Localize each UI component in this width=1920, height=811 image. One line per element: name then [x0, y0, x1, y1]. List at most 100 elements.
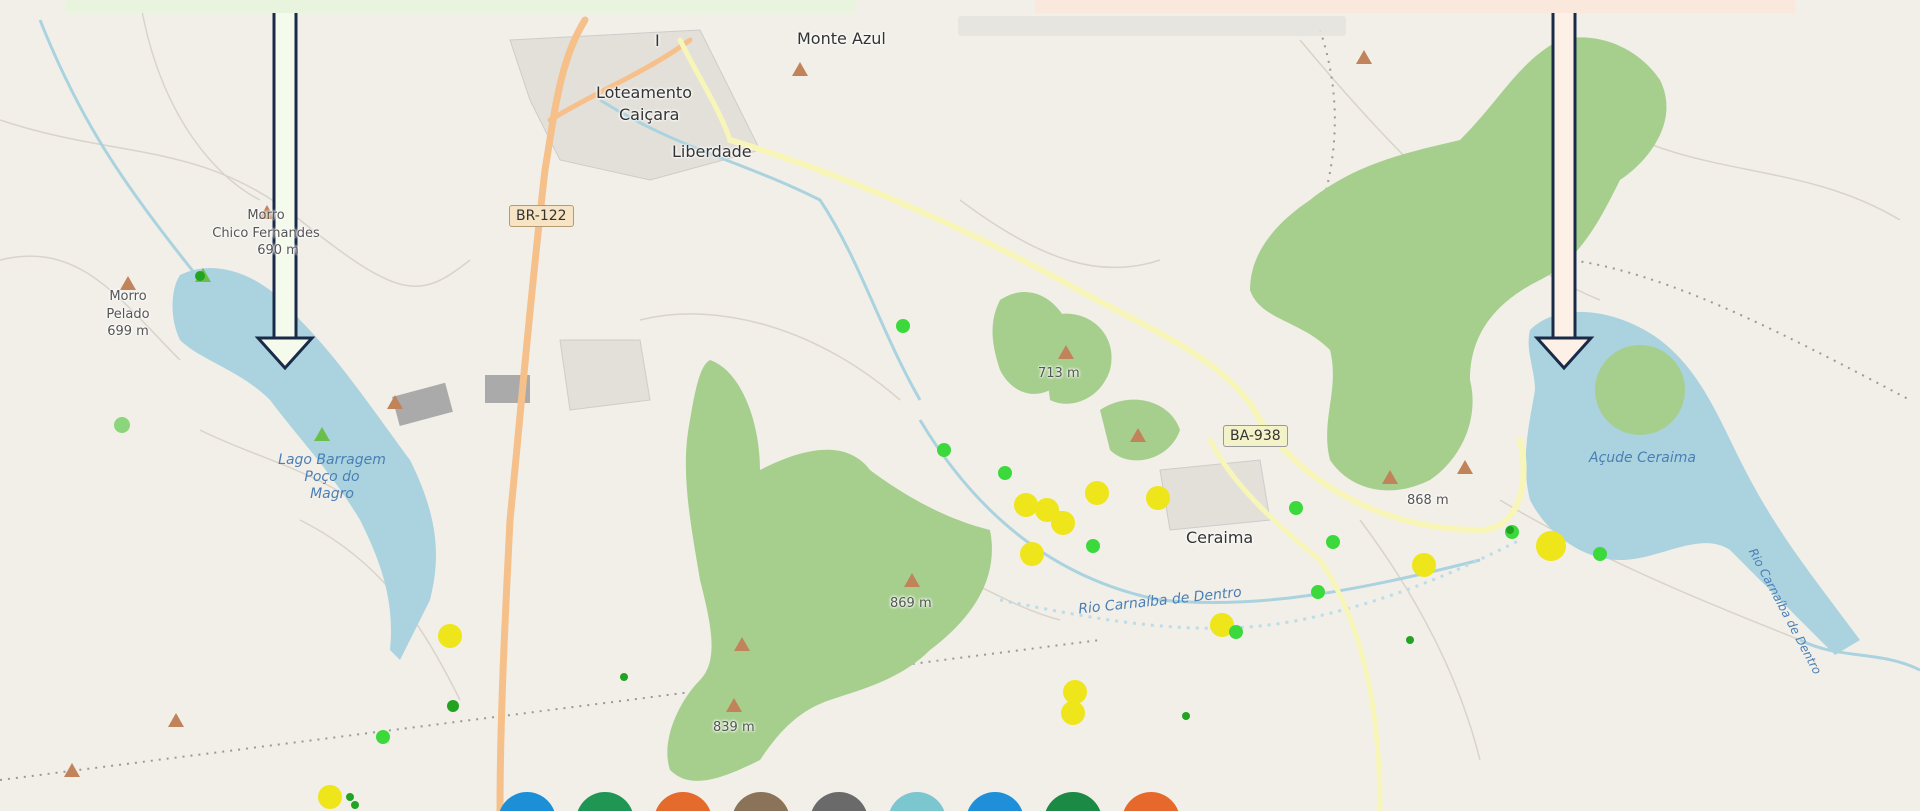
green-marker — [1229, 625, 1243, 639]
dark-green-markers[interactable] — [195, 271, 1514, 809]
peak-pelado-line1: Morro — [109, 289, 147, 304]
place-i-mark: I — [655, 31, 660, 50]
peak-triangle-icon — [120, 276, 136, 290]
green-marker — [1289, 501, 1303, 515]
water-lago-line1: Lago Barragem — [278, 452, 386, 468]
water-lago-line2: Poço do — [304, 469, 360, 485]
green-markers[interactable] — [114, 319, 1607, 744]
roads[interactable] — [496, 16, 1527, 811]
intermittent-streams — [999, 538, 1521, 630]
green-marker — [1311, 585, 1325, 599]
road-br-122-link[interactable] — [547, 37, 693, 123]
peak-pelado-elevation: 699 m — [107, 324, 149, 339]
map-layer-button-7[interactable] — [966, 792, 1024, 811]
yellow-marker — [1061, 701, 1085, 725]
peak-triangle-icon — [1457, 460, 1473, 474]
yellow-marker — [1146, 486, 1170, 510]
bottom-action-bar[interactable] — [498, 792, 1198, 811]
green-marker — [1593, 547, 1607, 561]
peak-713-elevation: 713 m — [1038, 366, 1080, 381]
yellow-marker — [1020, 542, 1044, 566]
dark-green-marker — [620, 673, 628, 681]
green-marker — [114, 417, 130, 433]
yellow-marker — [438, 624, 462, 648]
rivers — [38, 19, 1920, 672]
dark-green-marker — [1182, 712, 1190, 720]
map-layer-button-6[interactable] — [888, 792, 946, 811]
yellow-marker — [1051, 511, 1069, 529]
dark-green-marker — [195, 271, 205, 281]
peak-839-elevation: 839 m — [713, 720, 755, 735]
road-ba-938[interactable] — [727, 137, 1527, 534]
yellow-marker — [1014, 493, 1038, 517]
dark-green-marker — [1506, 526, 1514, 534]
peak-markers — [64, 50, 1473, 777]
forest-west[interactable] — [667, 360, 992, 781]
map-layer-button-5[interactable] — [810, 792, 868, 811]
peak-868-elevation: 868 m — [1407, 493, 1449, 508]
map-control-bar[interactable] — [958, 16, 1346, 36]
yellow-marker — [1085, 481, 1109, 505]
peak-triangle-icon — [904, 573, 920, 587]
map-layer-button-2[interactable] — [576, 792, 634, 811]
place-caicara: Caiçara — [619, 105, 680, 124]
water-lago-line3: Magro — [310, 486, 354, 502]
road-shield-br-122: BR-122 — [509, 205, 574, 227]
road-shield-ba-938: BA-938 — [1223, 425, 1288, 447]
forest-areas[interactable] — [667, 37, 1667, 781]
dark-green-marker — [1406, 636, 1414, 644]
green-marker — [1326, 535, 1340, 549]
yellow-markers[interactable] — [318, 481, 1566, 809]
road-ceraima-south[interactable] — [1207, 437, 1383, 811]
buildings — [391, 375, 530, 426]
yellow-marker — [1063, 680, 1087, 704]
forest-hill-713-b[interactable] — [1040, 313, 1112, 404]
acude-ceraima[interactable] — [1525, 311, 1860, 655]
peak-triangle-icon — [387, 395, 403, 409]
dark-green-marker — [351, 801, 359, 809]
town-areas — [509, 29, 1271, 531]
green-marker — [998, 466, 1012, 480]
peak-triangle-icon — [1382, 470, 1398, 484]
peak-pelado-line2: Pelado — [106, 307, 150, 322]
water-bodies[interactable] — [172, 267, 1861, 660]
place-ceraima: Ceraima — [1186, 528, 1254, 547]
peak-triangle-icon — [792, 62, 808, 76]
peak-triangle-icon — [1356, 50, 1372, 64]
lago-barragem[interactable] — [172, 267, 436, 660]
peak-869-elevation: 869 m — [890, 596, 932, 611]
map-layer-button-4[interactable] — [732, 792, 790, 811]
forest-small[interactable] — [1100, 399, 1180, 461]
track-lines — [0, 29, 1911, 781]
peak-chico-line1: Morro — [247, 208, 285, 223]
road-liberdade[interactable] — [677, 37, 733, 143]
water-acude-ceraima: Açude Ceraima — [1589, 450, 1696, 466]
yellow-marker — [1412, 553, 1436, 577]
map-layer-button-9[interactable] — [1122, 792, 1180, 811]
place-monte-azul: Monte Azul — [797, 29, 886, 48]
yellow-marker — [318, 785, 342, 809]
yellow-marker — [1536, 531, 1566, 561]
peak-triangle-icon — [168, 713, 184, 727]
green-marker — [1086, 539, 1100, 553]
place-liberdade: Liberdade — [672, 142, 752, 161]
peak-triangle-icon — [1130, 428, 1146, 442]
yellow-marker — [1210, 613, 1234, 637]
acude-island — [1595, 345, 1685, 435]
map-layer-button-8[interactable] — [1044, 792, 1102, 811]
map-layer-button-3[interactable] — [654, 792, 712, 811]
green-marker — [896, 319, 910, 333]
road-br-122[interactable] — [496, 16, 589, 811]
place-loteamento: Loteamento — [596, 83, 692, 102]
peak-triangle-icon — [734, 637, 750, 651]
peak-triangle-icon — [259, 205, 275, 219]
legend-banner-right — [1035, 0, 1795, 13]
dark-green-marker — [447, 700, 459, 712]
map-layer-button-1[interactable] — [498, 792, 556, 811]
green-marker — [376, 730, 390, 744]
dark-green-marker — [346, 793, 354, 801]
peak-triangle-icon — [64, 763, 80, 777]
peak-triangle-icon — [1058, 345, 1074, 359]
